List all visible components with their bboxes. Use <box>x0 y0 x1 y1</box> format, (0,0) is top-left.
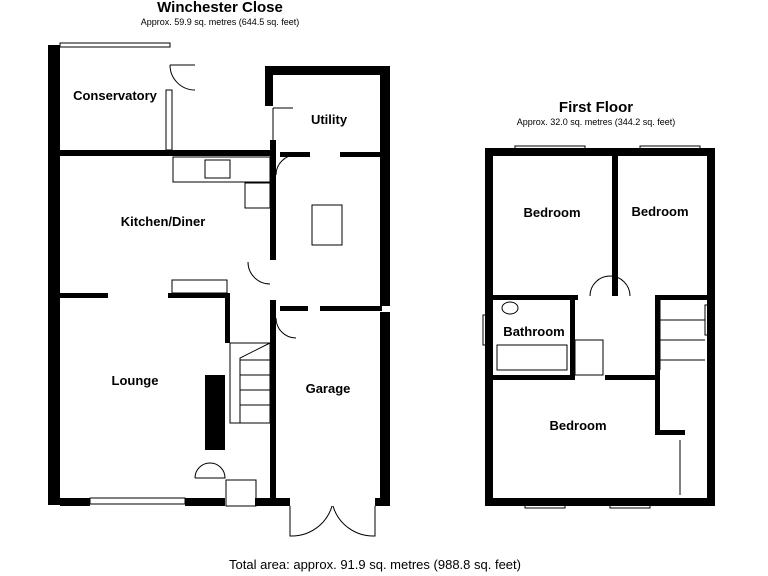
ground-floor-area: Approx. 59.9 sq. metres (644.5 sq. feet) <box>140 17 300 27</box>
room-label-garage: Garage <box>305 381 351 396</box>
first-floor-title: First Floor <box>558 99 634 116</box>
first-floor-area: Approx. 32.0 sq. metres (344.2 sq. feet) <box>516 117 676 127</box>
room-label-bedroom-3: Bedroom <box>549 418 607 433</box>
first-floor-walls <box>485 148 715 506</box>
room-label-bedroom-1: Bedroom <box>523 205 581 220</box>
room-label-utility: Utility <box>310 112 348 127</box>
ground-floor-walls <box>48 45 390 506</box>
room-label-bathroom: Bathroom <box>503 324 565 339</box>
room-label-conservatory: Conservatory <box>73 88 157 103</box>
ground-floor-fixtures <box>59 42 376 537</box>
room-label-bedroom-2: Bedroom <box>631 204 689 219</box>
room-label-lounge: Lounge <box>111 373 159 388</box>
ground-floor-title: Winchester Close <box>157 0 283 16</box>
room-label-kitchen-diner: Kitchen/Diner <box>120 214 206 229</box>
total-area: Total area: approx. 91.9 sq. metres (988… <box>229 557 521 572</box>
first-floor-fixtures <box>482 145 710 509</box>
